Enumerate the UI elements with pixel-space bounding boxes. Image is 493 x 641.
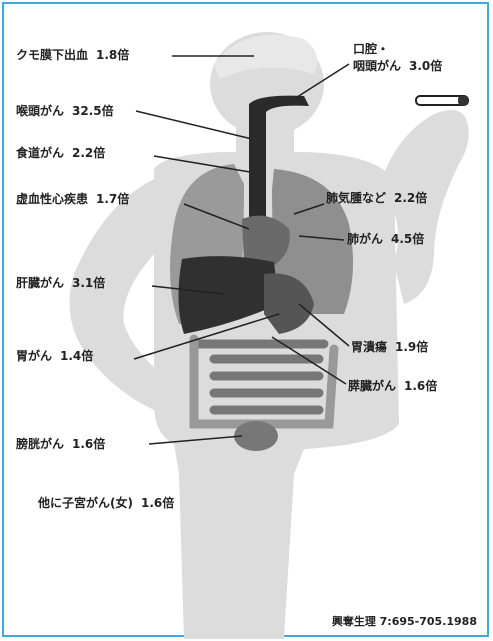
cigarette-icon <box>416 96 468 105</box>
label-pharynx: 咽頭がん3.0倍 <box>353 59 442 74</box>
label-uterus: 他に子宮がん(女)1.6倍 <box>38 496 174 511</box>
label-esophagus: 食道がん2.2倍 <box>16 146 105 161</box>
label-liver: 肝臓がん3.1倍 <box>16 276 105 291</box>
figure-frame: クモ膜下出血1.8倍 口腔・ 咽頭がん3.0倍 喉頭がん32.5倍 食道がん2.… <box>2 2 489 637</box>
label-bladder: 膀胱がん1.6倍 <box>16 437 105 452</box>
label-stomach: 胃がん1.4倍 <box>16 349 93 364</box>
label-pancreas: 膵臓がん1.6倍 <box>348 379 437 394</box>
label-heart: 虚血性心疾患1.7倍 <box>16 192 129 207</box>
body-diagram <box>4 4 491 639</box>
label-subarachnoid: クモ膜下出血1.8倍 <box>16 48 129 63</box>
label-larynx: 喉頭がん32.5倍 <box>16 104 114 119</box>
label-lung: 肺がん4.5倍 <box>347 232 424 247</box>
body-silhouette <box>70 32 469 639</box>
label-oral: 口腔・ <box>353 42 389 57</box>
label-emphysema: 肺気腫など2.2倍 <box>326 191 427 206</box>
label-ulcer: 胃潰瘍1.9倍 <box>351 340 428 355</box>
source-citation: 興奪生理 7:695-705.1988 <box>332 613 477 629</box>
